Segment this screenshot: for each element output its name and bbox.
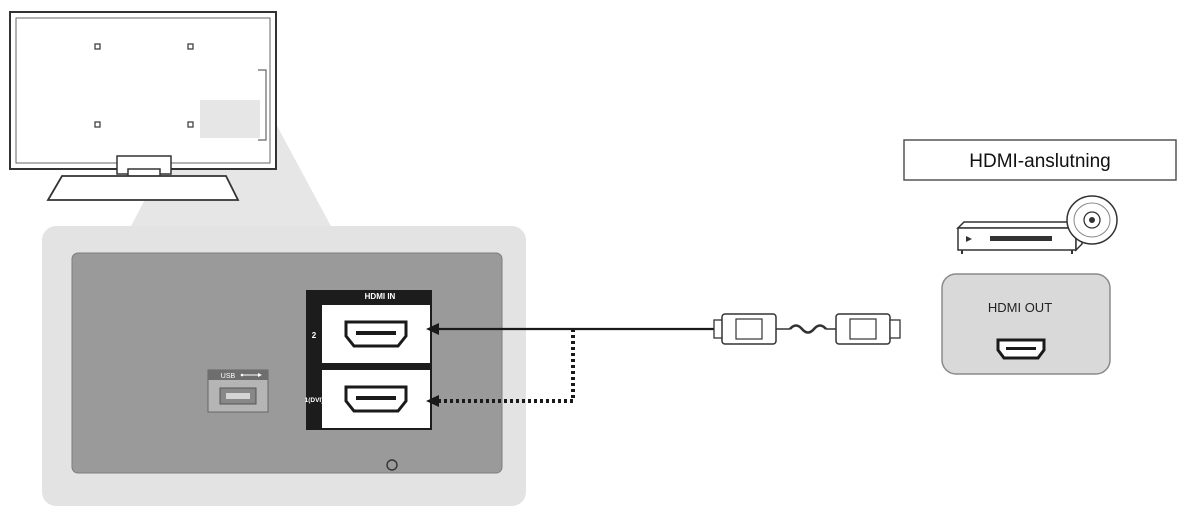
hdmi-out-label: HDMI OUT xyxy=(988,300,1052,315)
hdmi-in-label: HDMI IN xyxy=(365,292,396,301)
hdmi-out-port[interactable] xyxy=(996,338,1046,360)
hdmi-port-2-label: 2 xyxy=(312,331,317,340)
hdmi-cable-icon xyxy=(713,313,901,345)
tv-back-icon xyxy=(9,11,332,228)
disc-icon xyxy=(1066,195,1118,245)
panel-screw xyxy=(386,459,398,471)
connection-title: HDMI-anslutning xyxy=(969,151,1111,172)
hdmi-port-1-label: 1(DVI) xyxy=(305,397,324,404)
usb-label: USB xyxy=(221,373,236,380)
connection-lines xyxy=(426,323,722,407)
blu-ray-player-icon xyxy=(956,220,1084,254)
hdmi-in-port-1-dvi[interactable]: 1(DVI) xyxy=(305,370,430,428)
connection-title-box xyxy=(903,139,1177,181)
usb-port[interactable]: USB xyxy=(207,369,269,413)
panel-inner xyxy=(71,252,503,474)
usb-icon xyxy=(240,373,262,377)
hdmi-out-panel: HDMI OUT xyxy=(941,273,1111,375)
hdmi-in-port-2[interactable]: 2 xyxy=(312,305,430,363)
